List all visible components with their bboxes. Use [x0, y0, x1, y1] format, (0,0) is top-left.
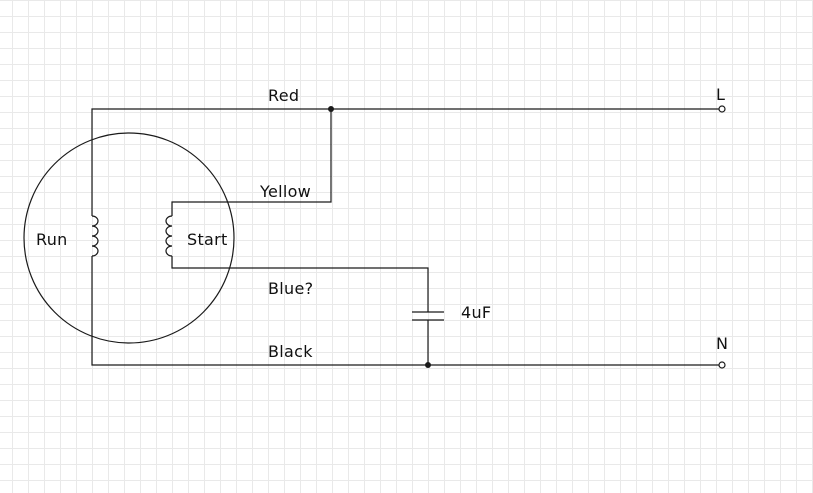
label-start: Start — [187, 230, 228, 249]
terminal-line — [718, 105, 726, 113]
label-yellow: Yellow — [259, 182, 311, 201]
label-capacitor: 4uF — [461, 303, 491, 322]
junction-red-yellow — [328, 106, 334, 112]
run-winding-coil-icon — [91, 215, 99, 257]
terminal-neutral — [718, 361, 726, 369]
start-winding-coil-icon — [165, 215, 173, 257]
wire-blue — [171, 256, 429, 312]
label-red: Red — [268, 86, 299, 105]
wire-red — [91, 108, 719, 216]
label-neutral-terminal: N — [716, 334, 728, 353]
wire-yellow — [171, 109, 332, 216]
label-black: Black — [268, 342, 313, 361]
motor-housing — [23, 132, 235, 344]
label-run: Run — [36, 230, 68, 249]
junction-black-capacitor — [425, 362, 431, 368]
wire-black — [91, 256, 719, 366]
label-blue: Blue? — [268, 279, 313, 298]
label-line-terminal: L — [716, 85, 725, 104]
